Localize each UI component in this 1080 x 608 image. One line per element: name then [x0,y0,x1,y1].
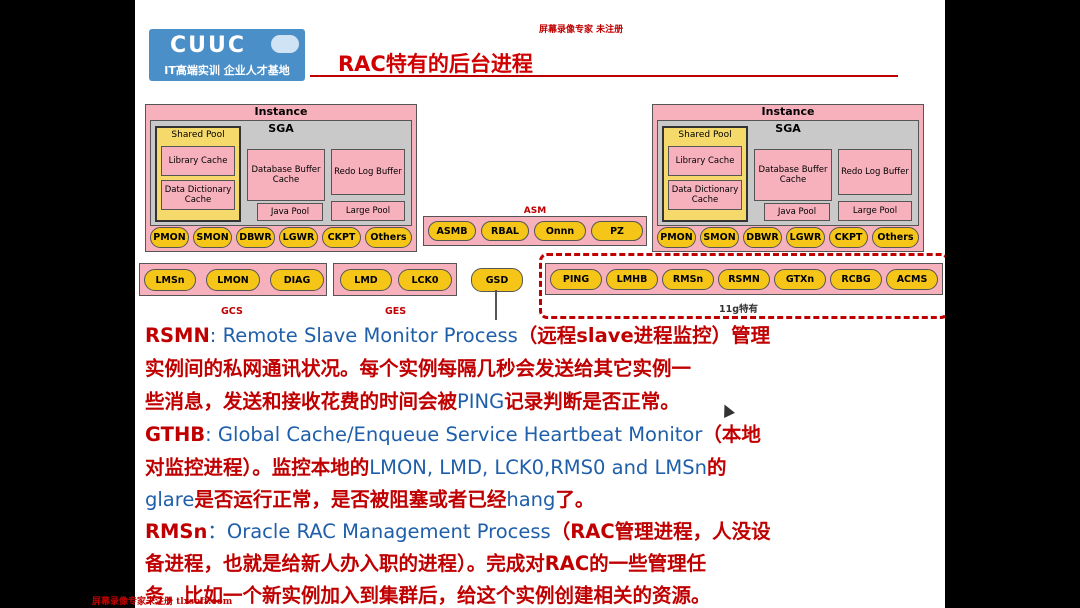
11g-dashed-frame [539,253,945,319]
process-gtxn: GTXn [774,269,826,290]
process-lmon: LMON [206,269,260,291]
process-acms: ACMS [886,269,938,290]
ges-group: LMD LCK0 [333,263,457,296]
process-dbwr: DBWR [236,227,275,248]
gcs-group: LMSn LMON DIAG [139,263,327,296]
asm-box: ASM ASMB RBAL Onnn PZ [423,206,647,246]
process-pmon: PMON [150,227,189,248]
process-dbwr: DBWR [743,227,782,248]
process-asmb: ASMB [428,221,476,241]
instance-left: Instance SGA Shared Pool Library Cache D… [145,104,417,252]
database-buffer-cache: Database Buffer Cache [247,149,325,201]
process-lmhb: LMHB [606,269,658,290]
process-ckpt: CKPT [322,227,361,248]
11g-label: 11g特有 [719,304,759,315]
process-lck0: LCK0 [398,269,452,291]
11g-group: PING LMHB RMSn RSMN GTXn RCBG ACMS [545,263,943,295]
text-line-1: RSMN: Remote Slave Monitor Process（远程sla… [145,324,771,347]
text-line-5: 对监控进程）。监控本地的LMON, LMD, LCK0,RMS0 and LMS… [145,456,727,479]
text-line-9: 务，比如一个新实例加入到集群后，给这个实例创建相关的资源。 [145,584,711,607]
sga-label: SGA [775,122,801,135]
process-rmsn: RMSn [662,269,714,290]
gcs-label: GCS [221,306,243,317]
process-lmd: LMD [340,269,392,291]
process-lgwr: LGWR [786,227,825,248]
gsd-connector [495,290,497,320]
process-ckpt: CKPT [829,227,868,248]
process-lmsn: LMSn [144,269,196,291]
shared-pool: Shared Pool Library Cache Data Dictionar… [155,126,241,222]
library-cache: Library Cache [668,146,742,176]
process-gsd: GSD [471,268,523,292]
slide: CUUC IT高端实训 企业人才基地 屏幕录像专家 未注册 RAC特有的后台进程… [135,0,945,608]
ges-label: GES [385,306,407,317]
instance-right: Instance SGA Shared Pool Library Cache D… [652,104,924,252]
sga-box: SGA Shared Pool Library Cache Data Dicti… [657,120,919,226]
process-lgwr: LGWR [279,227,318,248]
instance-label: Instance [254,105,308,118]
watermark-bottom: 屏幕录像专家未注册 tlxsoft.com [92,597,233,607]
database-buffer-cache: Database Buffer Cache [754,149,832,201]
process-ping: PING [550,269,602,290]
process-others: Others [872,227,919,248]
process-smon: SMON [700,227,739,248]
asm-label: ASM [523,206,547,216]
java-pool: Java Pool [257,203,323,221]
text-line-2: 实例间的私网通讯状况。每个实例每隔几秒会发送给其它实例一 [145,357,692,380]
process-pz: PZ [591,221,643,241]
logo-sub-text: IT高端实训 企业人才基地 [164,64,290,77]
text-line-6: glare是否运行正常，是否被阻塞或者已经hang了。 [145,488,595,511]
process-diag: DIAG [270,269,324,291]
instance-label: Instance [761,105,815,118]
process-others: Others [365,227,412,248]
data-dictionary-cache: Data Dictionary Cache [668,180,742,210]
process-onnn: Onnn [534,221,586,241]
library-cache: Library Cache [161,146,235,176]
text-line-3: 些消息，发送和接收花费的时间会被PING记录判断是否正常。 [145,390,680,413]
process-smon: SMON [193,227,232,248]
large-pool: Large Pool [838,201,912,221]
watermark-top: 屏幕录像专家 未注册 [539,25,624,35]
redo-log-buffer: Redo Log Buffer [838,149,912,195]
process-rbal: RBAL [481,221,529,241]
redo-log-buffer: Redo Log Buffer [331,149,405,195]
title-underline [310,75,898,77]
cloud-icon [271,35,299,53]
process-pmon: PMON [657,227,696,248]
slide-title: RAC特有的后台进程 [338,52,533,76]
process-rsmn: RSMN [718,269,770,290]
process-rcbg: RCBG [830,269,882,290]
cuuc-logo: CUUC IT高端实训 企业人才基地 [149,29,305,81]
sga-label: SGA [268,122,294,135]
shared-pool: Shared Pool Library Cache Data Dictionar… [662,126,748,222]
text-line-7: RMSn：Oracle RAC Management Process（RAC管理… [145,520,771,543]
data-dictionary-cache: Data Dictionary Cache [161,180,235,210]
java-pool: Java Pool [764,203,830,221]
large-pool: Large Pool [331,201,405,221]
text-line-4: GTHB: Global Cache/Enqueue Service Heart… [145,423,761,446]
text-line-8: 备进程，也就是给新人办入职的进程）。完成对RAC的一些管理任 [145,552,707,575]
sga-box: SGA Shared Pool Library Cache Data Dicti… [150,120,412,226]
logo-main-text: CUUC [169,33,247,58]
